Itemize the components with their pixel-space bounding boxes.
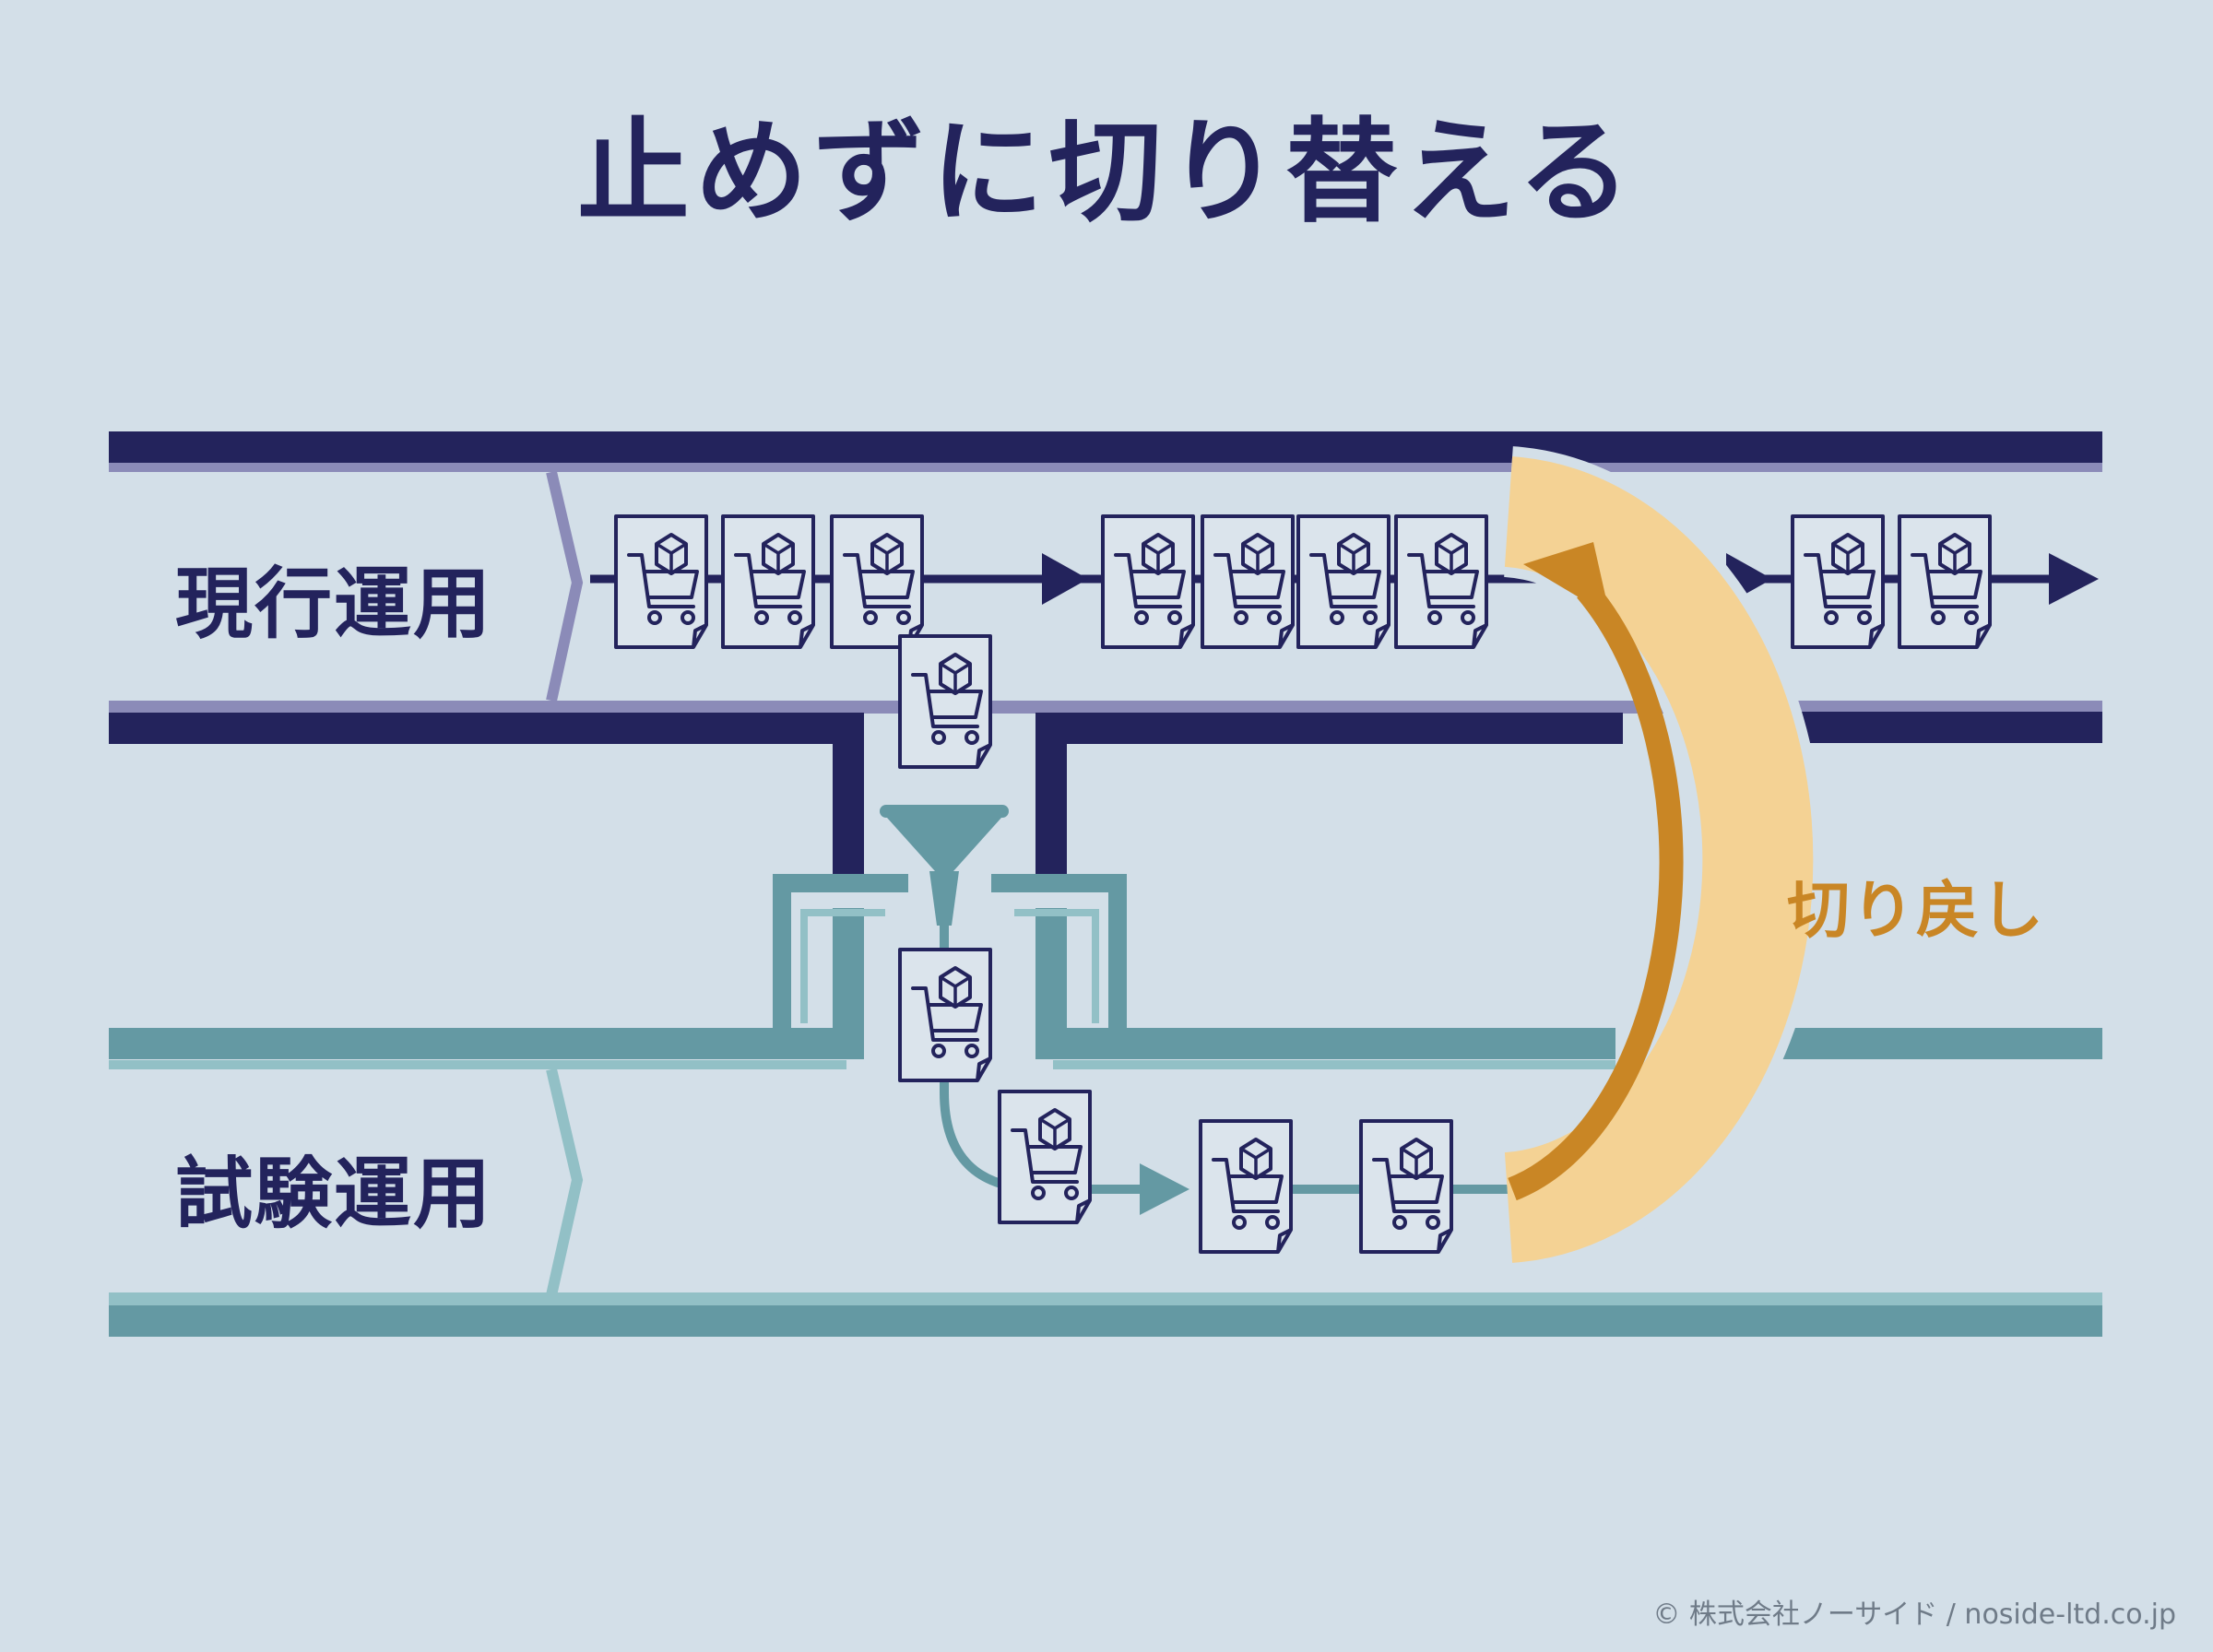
branch-wall-left: [773, 874, 908, 1031]
trial-band-top-left: [109, 908, 864, 1059]
order-doc-icon: [830, 514, 924, 649]
order-doc-icon: [998, 1090, 1092, 1224]
current-band-bottom-shade: [109, 701, 2102, 714]
trial-band-top-right: [1035, 908, 1615, 1059]
current-band-bottom-right: [1035, 713, 1623, 883]
page-title: 止めずに切り替える: [576, 107, 1637, 238]
order-doc-icon: [614, 514, 708, 649]
branch-wall-left-light: [800, 909, 885, 1023]
funnel-icon: [880, 805, 1009, 926]
current-band-top: [109, 431, 2102, 463]
branch-wall-right-light: [1014, 909, 1099, 1023]
current-flow-arrowhead-1: [1042, 553, 1088, 605]
order-doc-icon: [1296, 514, 1391, 649]
order-doc-icon: [1898, 514, 1992, 649]
current-band-bottom-far: [1759, 712, 2102, 743]
trial-band-bottom: [109, 1305, 2102, 1337]
trial-flow-arrowhead: [1140, 1163, 1189, 1215]
order-doc-icon: [898, 948, 992, 1082]
order-doc-icon: [1394, 514, 1488, 649]
lane-label-current: 現行運用: [175, 559, 493, 649]
lane-label-trial: 試験運用: [175, 1149, 493, 1239]
rollback-arrowhead: [1523, 542, 1610, 616]
order-doc-icon: [721, 514, 815, 649]
order-doc-icon: [1199, 1119, 1293, 1254]
order-doc-icon: [1791, 514, 1885, 649]
current-flow-arrowhead-3: [2049, 553, 2099, 605]
rollback-label: 切り戻し: [1787, 875, 2046, 948]
trial-band-chevron: [546, 1068, 584, 1297]
trial-band-top-shade: [109, 1060, 846, 1069]
order-doc-icon: [1359, 1119, 1453, 1254]
order-doc-icon: [1201, 514, 1295, 649]
order-doc-icon: [1101, 514, 1195, 649]
copyright-notice: © 株式会社ノーサイド / noside-ltd.co.jp: [1652, 1599, 2176, 1631]
trial-band-top-far: [1748, 1028, 2102, 1059]
order-doc-icon: [898, 634, 992, 769]
rollback-band: [1503, 456, 1814, 1263]
trial-band-top-shade-right: [1053, 1060, 1615, 1069]
current-band-bottom-left: [109, 713, 864, 883]
branch-wall-right: [991, 874, 1127, 1031]
rollback-arrow-shaft: [1508, 582, 1684, 1201]
current-band-chevron: [546, 470, 584, 702]
trial-band-bottom-shade: [109, 1292, 2102, 1305]
